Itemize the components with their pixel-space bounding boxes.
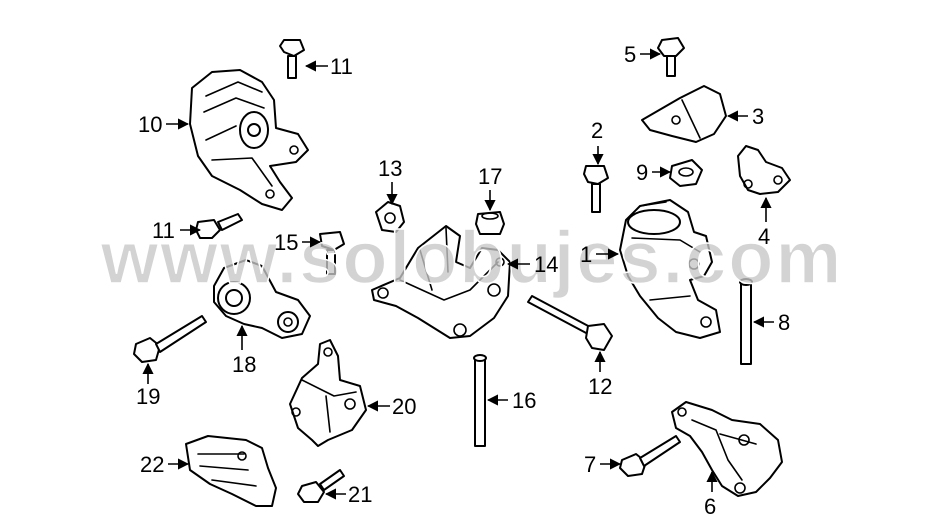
part-19-long-bolt[interactable] xyxy=(133,315,207,363)
part-4-bracket[interactable] xyxy=(737,145,791,195)
part-1-engine-mount[interactable] xyxy=(619,199,721,339)
callout-18[interactable]: 18 xyxy=(232,352,256,377)
callout-9[interactable]: 9 xyxy=(636,160,648,185)
part-20-bracket[interactable] xyxy=(289,339,367,447)
callout-16[interactable]: 16 xyxy=(512,388,536,413)
part-9-nut[interactable] xyxy=(669,159,703,187)
callout-21[interactable]: 21 xyxy=(348,482,372,507)
callout-11-left[interactable]: 11 xyxy=(152,218,175,243)
watermark-text: www.solobujes.com xyxy=(100,216,844,299)
callout-19[interactable]: 19 xyxy=(136,384,160,409)
part-10-transmission-mount[interactable] xyxy=(189,69,309,211)
callout-numbers: 11 10 11 13 15 17 14 18 19 20 22 21 16 1… xyxy=(136,42,790,519)
callout-10[interactable]: 10 xyxy=(138,112,162,137)
part-2-bolt[interactable] xyxy=(583,165,609,213)
part-22-heat-shield[interactable] xyxy=(185,435,277,507)
callout-15[interactable]: 15 xyxy=(274,230,298,255)
callout-8[interactable]: 8 xyxy=(778,310,790,335)
part-13-bushing[interactable] xyxy=(375,201,405,233)
callout-12[interactable]: 12 xyxy=(588,374,612,399)
part-14-mount-bracket[interactable] xyxy=(371,225,511,339)
part-12-long-bolt[interactable] xyxy=(527,295,613,351)
part-8-stud[interactable] xyxy=(739,278,753,365)
callout-2[interactable]: 2 xyxy=(591,118,603,143)
callout-5[interactable]: 5 xyxy=(624,42,636,67)
part-16-stud[interactable] xyxy=(473,354,487,447)
leader-lines xyxy=(142,48,774,500)
callout-1[interactable]: 1 xyxy=(580,242,592,267)
part-7-bolt[interactable] xyxy=(619,435,681,477)
part-11-bolt-top[interactable] xyxy=(279,39,305,79)
part-17-nut[interactable] xyxy=(475,211,505,235)
part-3-bracket-plate[interactable] xyxy=(641,85,727,143)
callout-13[interactable]: 13 xyxy=(378,156,402,181)
callout-3[interactable]: 3 xyxy=(752,104,764,129)
part-6-lower-bracket[interactable] xyxy=(671,401,783,497)
part-21-bolt[interactable] xyxy=(297,469,345,503)
part-11-bolt-left[interactable] xyxy=(195,213,243,239)
part-5-bolt[interactable] xyxy=(657,37,685,77)
callout-17[interactable]: 17 xyxy=(478,164,502,189)
callout-7[interactable]: 7 xyxy=(584,452,596,477)
callout-6[interactable]: 6 xyxy=(704,494,716,519)
callout-20[interactable]: 20 xyxy=(392,394,416,419)
part-15-bolt[interactable] xyxy=(319,231,345,275)
part-18-torque-rod[interactable] xyxy=(213,259,311,339)
callout-11-top[interactable]: 11 xyxy=(330,54,353,79)
callout-14[interactable]: 14 xyxy=(534,252,558,277)
callout-22[interactable]: 22 xyxy=(140,452,164,477)
callout-4[interactable]: 4 xyxy=(758,224,770,249)
